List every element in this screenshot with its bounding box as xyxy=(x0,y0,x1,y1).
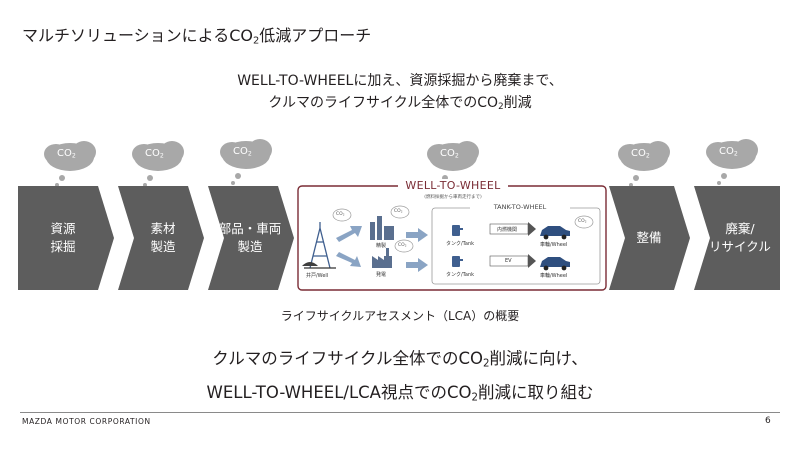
page-title: マルチソリューションによるCO2低減アプローチ xyxy=(22,26,372,47)
ice-arrow-head xyxy=(528,222,536,236)
mini-co2-label-well: CO2 xyxy=(336,212,345,217)
power-plant-icon xyxy=(372,248,392,268)
stage-block-disposal xyxy=(694,186,780,290)
co2-cloud-maintenance xyxy=(618,141,670,187)
mini-co2-cloud-car xyxy=(574,215,594,229)
stage-arrow-maintenance xyxy=(609,186,690,290)
ev-label: EV xyxy=(505,258,512,264)
conclusion-line1: クルマのライフサイクル全体でのCO2削減に向け、 xyxy=(212,349,588,370)
subtitle: WELL-TO-WHEELに加え、資源採掘から廃棄まで、 クルマのライフサイクル… xyxy=(0,70,800,118)
mini-co2-cloud-well xyxy=(332,208,352,222)
mini-co2-label-refinery: CO2 xyxy=(394,209,403,214)
subtitle-line2: クルマのライフサイクル全体でのCO2削減 xyxy=(268,95,532,113)
flow-arrow-to-refinery xyxy=(336,226,362,242)
tank-label-2: タンク/Tank xyxy=(446,272,475,278)
co2-cloud-well-to-wheel xyxy=(427,141,479,187)
stage-label-material: 素材製造 xyxy=(150,221,176,254)
car-icon-ev xyxy=(540,257,570,271)
refinery-label: 精製 xyxy=(376,243,387,249)
charger-icon xyxy=(452,256,463,267)
stage-label-mining: 資源採掘 xyxy=(50,221,76,254)
ice-label: 内燃機関 xyxy=(497,227,518,233)
flow-arrow-to-tank-1 xyxy=(406,228,428,242)
well-to-wheel-subtitle: (燃料採掘から車両走行まで) xyxy=(424,195,482,200)
tank-label-1: タンク/Tank xyxy=(446,241,475,247)
tank-to-wheel-title: TANK-TO-WHEEL xyxy=(470,203,570,211)
co2-label-disposal: CO2 xyxy=(719,146,738,158)
co2-cloud-parts xyxy=(220,139,272,185)
well-ground-icon xyxy=(302,262,318,266)
co2-cloud-disposal xyxy=(706,139,758,185)
stage-arrow-material xyxy=(118,186,204,290)
car-icon-ice xyxy=(540,226,570,240)
stage-arrow-mining xyxy=(18,186,114,290)
stage-label-parts: 部品・車両製造 xyxy=(218,221,282,254)
co2-label-material: CO2 xyxy=(145,148,164,160)
co2-label-maintenance: CO2 xyxy=(631,148,650,160)
fuel-pump-icon xyxy=(452,225,463,236)
mini-co2-label-power: CO2 xyxy=(398,243,407,248)
stage-label-disposal: 廃棄/リサイクル xyxy=(709,221,771,254)
co2-cloud-material xyxy=(132,141,184,187)
conclusion-line2: WELL-TO-WHEEL/LCA視点でのCO2削減に取り組む xyxy=(206,382,594,404)
mini-co2-cloud-refinery xyxy=(390,205,410,219)
wheel-label-2: 車輪/Wheel xyxy=(540,273,568,279)
footer-divider xyxy=(20,412,780,413)
mini-co2-label-car: CO2 xyxy=(578,219,587,224)
oil-derrick-icon xyxy=(304,222,336,269)
well-to-wheel-title: WELL-TO-WHEEL xyxy=(398,179,508,192)
power-label: 発電 xyxy=(376,272,387,278)
flow-arrow-to-tank-2 xyxy=(406,258,428,272)
stage-label-maintenance: 整備 xyxy=(636,230,662,245)
flow-arrow-to-power xyxy=(336,252,361,267)
co2-label-mining: CO2 xyxy=(57,148,76,160)
footer-company: MAZDA MOTOR CORPORATION xyxy=(22,417,151,426)
mini-co2-cloud-power xyxy=(394,239,414,253)
ev-arrow-head xyxy=(528,254,536,268)
well-label: 井戸/Well xyxy=(306,273,329,279)
conclusion-text: クルマのライフサイクル全体でのCO2削減に向け、 WELL-TO-WHEEL/L… xyxy=(0,345,800,412)
lca-caption: ライフサイクルアセスメント（LCA）の概要 xyxy=(280,309,520,323)
co2-label-well-to-wheel: CO2 xyxy=(440,148,459,160)
wheel-label-1: 車輪/Wheel xyxy=(540,242,568,248)
co2-label-parts: CO2 xyxy=(233,146,252,158)
page-number: 6 xyxy=(765,416,771,426)
co2-cloud-mining xyxy=(44,141,96,187)
subtitle-line1: WELL-TO-WHEELに加え、資源採掘から廃棄まで、 xyxy=(237,73,563,89)
refinery-icon xyxy=(370,216,394,240)
stage-arrow-parts xyxy=(208,186,294,290)
